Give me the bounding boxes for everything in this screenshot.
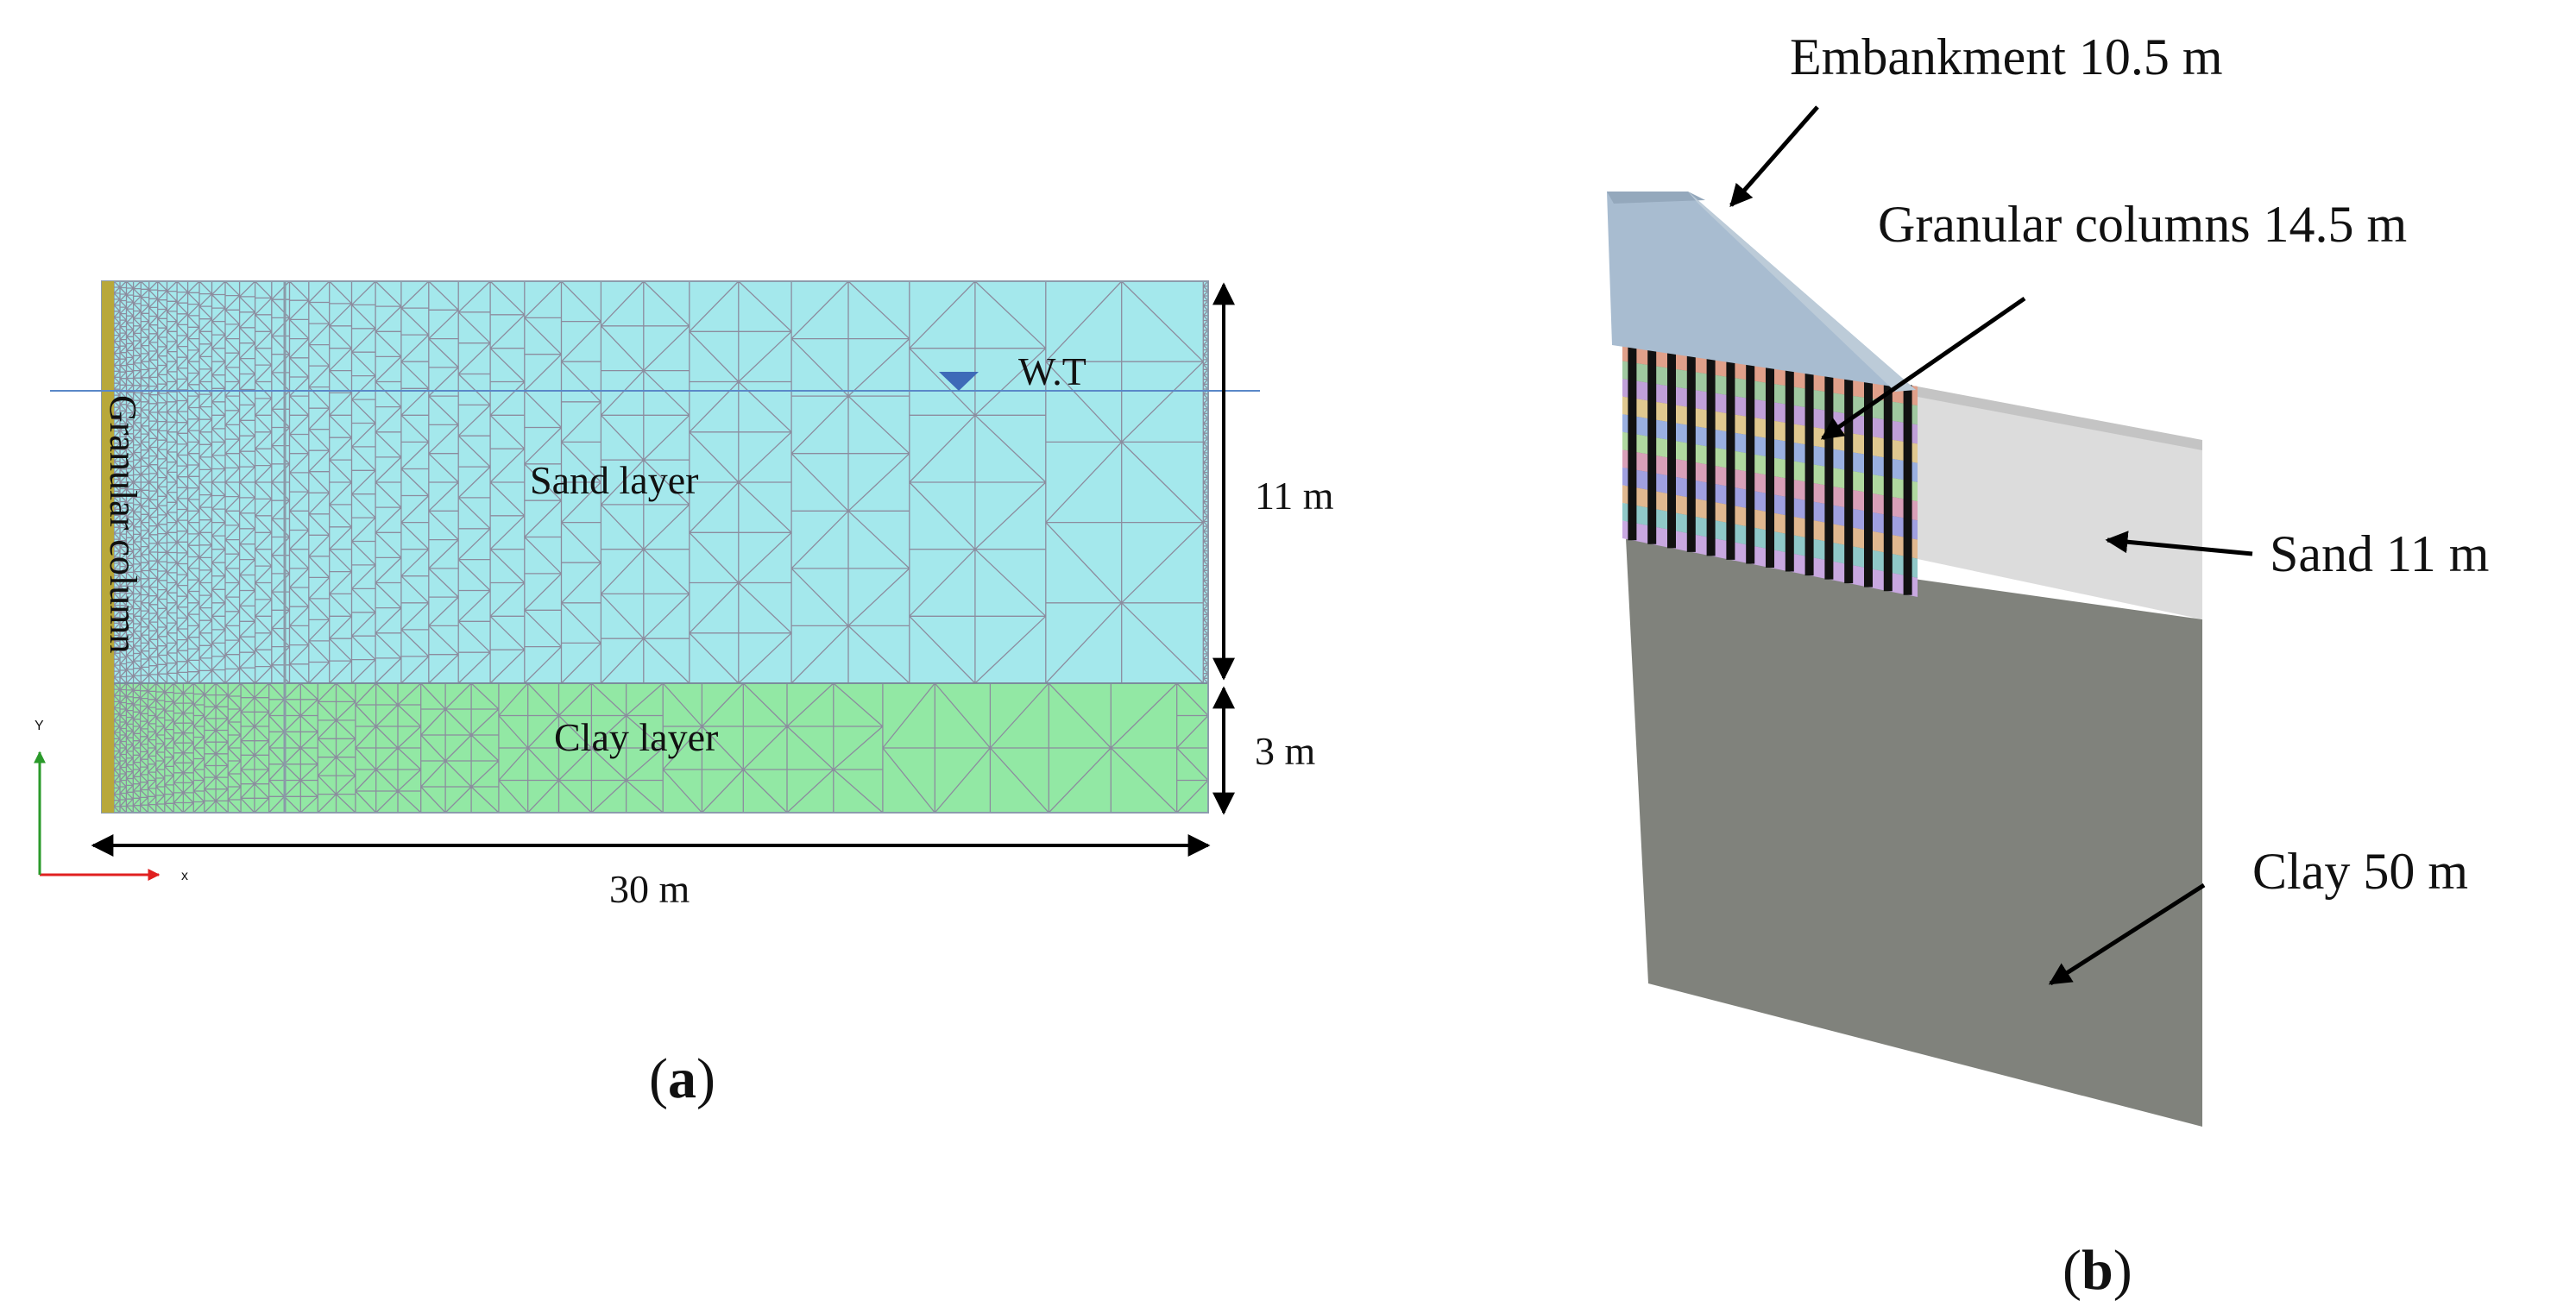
embankment-crest [1607,192,1705,204]
clay-arrow [2048,883,2206,986]
panel-b: Embankment 10.5 m Granular columns 14.5 … [1607,28,2489,1302]
panel-b-caption: (b) [2063,1239,2132,1302]
panel-a-caption: (a) [649,1047,715,1110]
sand-height-label: 11 m [1255,474,1334,518]
embankment-label: Embankment 10.5 m [1790,28,2223,85]
panel-a: W.T Granular column Sand layer Clay laye… [34,280,1334,1110]
sand-block-front [1918,395,2202,619]
embankment-slope [1688,192,1916,392]
granular-column [102,281,114,813]
sand-block-top [1918,386,2202,450]
sand-label: Sand 11 m [2270,525,2489,582]
granular-columns-arrow [1820,296,2026,441]
water-table-label: W.T [1018,349,1086,393]
clay-label: Clay 50 m [2252,843,2468,900]
width-label: 30 m [609,867,690,911]
granular-column-label: Granular column [102,395,144,653]
sand-arrow [2105,531,2253,556]
clay-layer-label: Clay layer [554,715,718,759]
axis-y-label: Y [35,719,44,733]
clay-height-label: 3 m [1255,729,1316,773]
granular-columns [1628,344,1912,595]
water-table-symbol [939,372,979,391]
sand-layer-label: Sand layer [530,458,698,502]
axis-triad: Y x [34,719,188,883]
granular-columns-label: Granular columns 14.5 m [1878,196,2407,253]
embankment-body [1607,192,1916,390]
embankment-arrow [1729,105,1819,207]
axis-x-label: x [181,869,188,883]
clay-block [1626,538,2202,1127]
